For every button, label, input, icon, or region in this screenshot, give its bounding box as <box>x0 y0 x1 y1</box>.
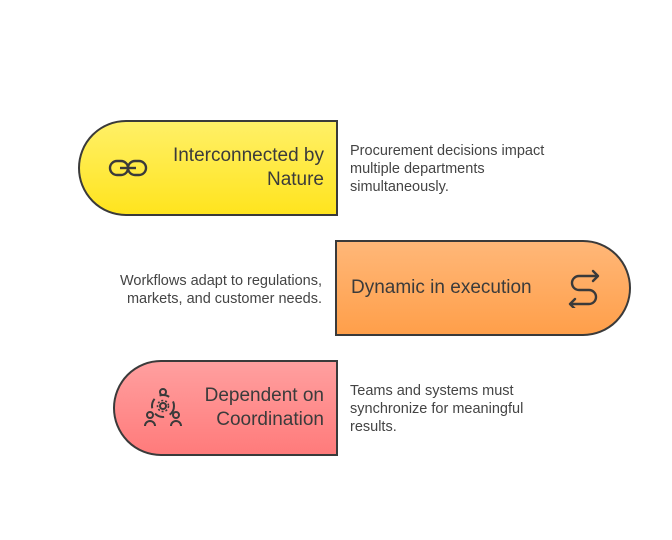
dynamic-title: Dynamic in execution <box>351 277 532 298</box>
interconnected-desc-line2: multiple departments <box>350 161 485 177</box>
interconnected-pill: Interconnected by Nature <box>78 120 338 216</box>
interconnected-desc-line3: simultaneously. <box>350 179 449 195</box>
coordination-desc-line2: synchronize for meaningful <box>350 401 524 417</box>
dynamic-desc-line1: Workflows adapt to regulations, <box>119 273 322 289</box>
route-arrow-icon <box>568 269 600 308</box>
dynamic-description: Workflows adapt to regulations, markets,… <box>120 272 322 308</box>
interconnected-desc-line1: Procurement decisions impact <box>350 143 545 159</box>
coordination-title-line2: Coordination <box>216 409 324 430</box>
interconnected-title-line1: Interconnected by <box>172 145 324 166</box>
coordination-desc-line1: Teams and systems must <box>350 383 514 399</box>
coordination-title-line1: Dependent on <box>204 385 324 406</box>
link-icon <box>108 159 148 177</box>
interconnected-description: Procurement decisions impact multiple de… <box>350 142 544 196</box>
coordination-desc-line3: results. <box>350 419 397 435</box>
coordination-description: Teams and systems must synchronize for m… <box>350 382 523 436</box>
dynamic-pill: Dynamic in execution <box>335 240 631 336</box>
dynamic-desc-line2: markets, and customer needs. <box>126 291 322 307</box>
interconnected-title-line2: Nature <box>266 169 324 190</box>
team-gear-icon <box>144 388 182 427</box>
coordination-pill: Dependent on Coordination <box>113 360 338 456</box>
